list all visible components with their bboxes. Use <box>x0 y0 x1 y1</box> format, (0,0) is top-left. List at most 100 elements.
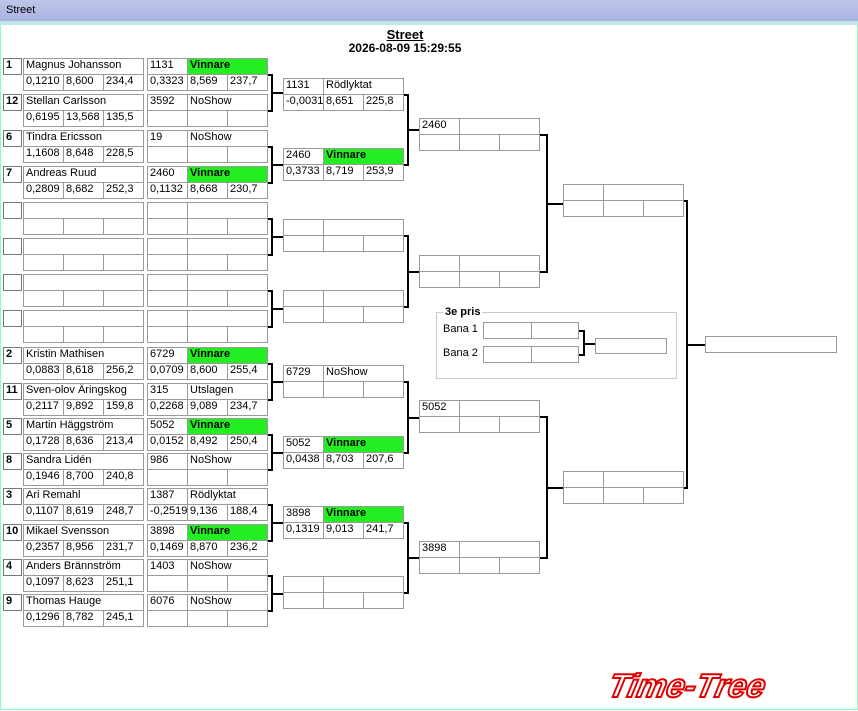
elapsed-time: 8,492 <box>187 434 228 451</box>
elapsed-time <box>323 235 364 252</box>
result-status: Vinnare <box>187 524 268 541</box>
time-tree-logo: Time-Tree <box>605 667 770 703</box>
race-number: 6076 <box>147 594 188 611</box>
speed: 241,7 <box>363 522 404 539</box>
bracket-line <box>540 416 548 418</box>
reaction-time: 0,3323 <box>147 74 188 91</box>
speed: 225,8 <box>363 94 404 111</box>
result-status: Utslagen <box>187 383 268 400</box>
speed <box>363 381 404 398</box>
bracket-line <box>583 343 595 345</box>
speed <box>103 254 144 271</box>
racer-name[interactable]: Ari Remahl <box>23 488 144 505</box>
race-number: 5052 <box>419 400 460 417</box>
elapsed-time: 8,719 <box>323 164 364 181</box>
seed-number: 11 <box>3 383 22 400</box>
final-winner-box <box>705 336 837 353</box>
bracket-line <box>407 271 419 273</box>
racer-name[interactable]: Sven-olov Äringskog <box>23 383 144 400</box>
result-status: NoShow <box>323 365 404 382</box>
seed-number: 2 <box>3 347 22 364</box>
result-status <box>459 118 540 135</box>
reaction-time <box>147 254 188 271</box>
seed-number: 4 <box>3 559 22 576</box>
racer-name[interactable]: Martin Häggström <box>23 418 144 435</box>
elapsed-time: 8,651 <box>323 94 364 111</box>
racer-name[interactable] <box>23 202 144 219</box>
speed <box>499 134 540 151</box>
speed: 237,7 <box>227 74 268 91</box>
result-status: NoShow <box>187 594 268 611</box>
elapsed-time: 9,013 <box>323 522 364 539</box>
speed <box>499 416 540 433</box>
bracket-line <box>404 452 408 454</box>
speed: 228,5 <box>103 146 144 163</box>
speed <box>227 146 268 163</box>
result-status: Vinnare <box>187 166 268 183</box>
result-status <box>323 290 404 307</box>
racer-name[interactable] <box>23 274 144 291</box>
bracket-line <box>268 504 272 506</box>
reaction-time: 0,2268 <box>147 399 188 416</box>
racer-name[interactable]: Kristin Mathisen <box>23 347 144 364</box>
speed: 236,2 <box>227 540 268 557</box>
third-place-winner <box>595 338 667 354</box>
elapsed-time <box>323 306 364 323</box>
elapsed-time: 8,623 <box>63 575 104 592</box>
race-number: 986 <box>147 453 188 470</box>
bracket-line <box>404 592 408 594</box>
elapsed-time <box>187 110 228 127</box>
speed <box>643 487 684 504</box>
racer-name[interactable]: Mikael Svensson <box>23 524 144 541</box>
race-number: 3898 <box>283 506 324 523</box>
reaction-time <box>147 290 188 307</box>
racer-name[interactable]: Magnus Johansson <box>23 58 144 75</box>
elapsed-time: 8,782 <box>63 610 104 627</box>
lane1-label: Bana 1 <box>443 323 478 335</box>
race-number: 1131 <box>147 58 188 75</box>
racer-name[interactable]: Sandra Lidén <box>23 453 144 470</box>
elapsed-time: 8,569 <box>187 74 228 91</box>
window-title-bar[interactable]: Street <box>0 0 858 22</box>
racer-name[interactable]: Stellan Carlsson <box>23 94 144 111</box>
bracket-line <box>268 399 272 401</box>
racer-name[interactable]: Anders Brännström <box>23 559 144 576</box>
bracket-line <box>579 330 584 332</box>
bracket-line <box>271 164 283 166</box>
racer-name[interactable] <box>23 310 144 327</box>
race-number: 2460 <box>419 118 460 135</box>
bracket-line <box>268 254 272 256</box>
race-number: 3592 <box>147 94 188 111</box>
bracket-line <box>540 271 548 273</box>
window-title: Street <box>6 4 36 16</box>
elapsed-time <box>187 290 228 307</box>
bracket-line <box>268 290 272 292</box>
speed <box>103 218 144 235</box>
reaction-time <box>419 557 460 574</box>
elapsed-time: 9,089 <box>187 399 228 416</box>
bracket-line <box>404 381 408 383</box>
racer-name[interactable]: Andreas Ruud <box>23 166 144 183</box>
event-datetime: 2026-08-09 15:29:55 <box>348 41 462 55</box>
reaction-time: 0,0152 <box>147 434 188 451</box>
race-number: 1131 <box>283 78 324 95</box>
reaction-time <box>147 146 188 163</box>
racer-name[interactable]: Thomas Hauge <box>23 594 144 611</box>
seed-number: 3 <box>3 488 22 505</box>
result-status <box>323 219 404 236</box>
elapsed-time: 8,870 <box>187 540 228 557</box>
reaction-time: 0,0709 <box>147 363 188 380</box>
result-status: NoShow <box>187 130 268 147</box>
bracket-line <box>540 557 548 559</box>
title-bar-accent <box>0 21 858 25</box>
racer-name[interactable] <box>23 238 144 255</box>
elapsed-time: 8,700 <box>63 469 104 486</box>
elapsed-time: 8,636 <box>63 434 104 451</box>
reaction-time <box>23 326 64 343</box>
speed <box>227 610 268 627</box>
reaction-time: 0,1132 <box>147 182 188 199</box>
racer-name[interactable]: Tindra Ericsson <box>23 130 144 147</box>
reaction-time: 0,2809 <box>23 182 64 199</box>
race-number: 19 <box>147 130 188 147</box>
elapsed-time: 8,618 <box>63 363 104 380</box>
